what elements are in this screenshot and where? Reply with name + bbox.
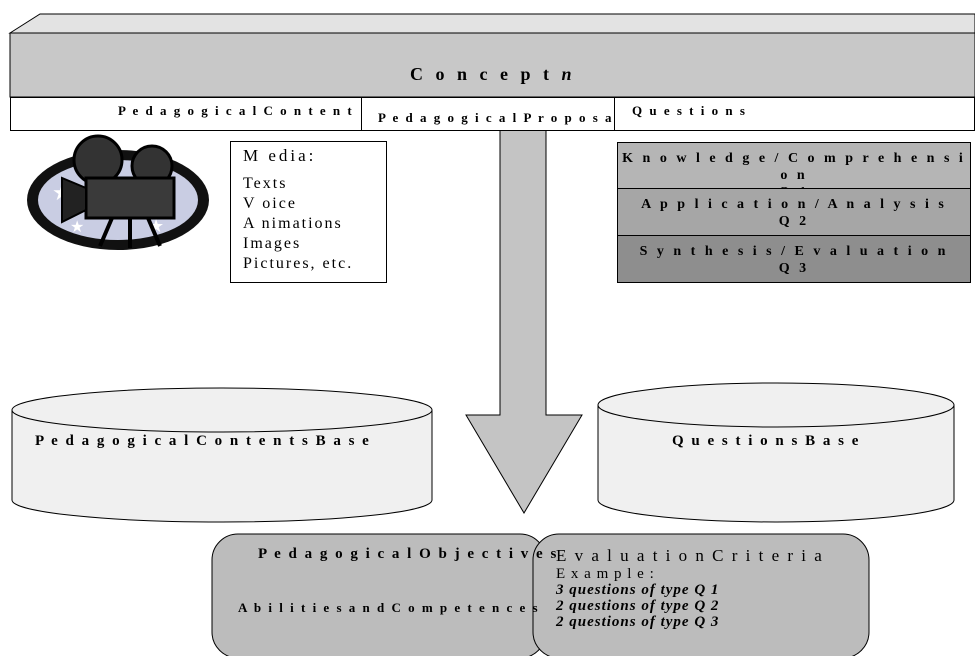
questions-base-cylinder (597, 382, 955, 523)
questions-base-label: Q u e s t i o n s B a s e (672, 433, 861, 449)
media-item-images: Images (243, 235, 302, 252)
tab-pedagogical-proposal (361, 97, 615, 131)
tab-questions-label: Q u e s t i o n s (632, 103, 747, 118)
concept-bar-front (9, 32, 975, 98)
concept-bar-top (8, 13, 975, 34)
evaluation-box (532, 533, 870, 656)
question-type-q3: S y n t h e s i s / E v a l u a t i o n … (617, 235, 971, 283)
tab-questions (614, 97, 975, 131)
media-item-texts: Texts (243, 175, 288, 192)
proposal-arrow (465, 127, 583, 514)
objectives-title: P e d a g o g i c a l O b j e c t i v e … (258, 546, 559, 562)
evaluation-line-3: 2 questions of type Q 3 (556, 614, 720, 630)
question-type-q3-code: Q 3 (778, 261, 810, 276)
question-type-q2-label: A p p l i c a t i o n / A n a l y s i s (641, 197, 947, 212)
evaluation-line-2: 2 questions of type Q 2 (556, 598, 720, 614)
media-box (230, 141, 387, 283)
movie-camera-icon: ★ ★ ★ ★ ★ (27, 134, 209, 250)
evaluation-line-1: 3 questions of type Q 1 (556, 582, 720, 598)
tab-pedagogical-content-label: P e d a g o g i c a l C o n t e n t (118, 103, 354, 118)
evaluation-example: E x a m p l e : (556, 566, 655, 582)
question-type-q2: A p p l i c a t i o n / A n a l y s i s … (617, 188, 971, 236)
question-type-q1-label: K n o w l e d g e / C o m p r e h e n s … (622, 151, 966, 183)
media-title: M edia: (243, 146, 317, 165)
question-type-q3-label: S y n t h e s i s / E v a l u a t i o n (639, 244, 949, 259)
abilities-label: A b i l i t i e s a n d C o m p e t e n … (238, 600, 540, 615)
evaluation-title: E v a l u a t i o n C r i t e r i a (556, 546, 824, 565)
pedagogical-contents-base-cylinder (11, 387, 433, 523)
evaluation-lines: E x a m p l e : 3 questions of type Q 1 … (556, 566, 719, 630)
tab-pedagogical-content (10, 97, 362, 131)
svg-text:★: ★ (70, 219, 84, 236)
question-type-q1: K n o w l e d g e / C o m p r e h e n s … (617, 142, 971, 200)
pedagogical-contents-base-label: P e d a g o g i c a l C o n t e n t s B … (35, 433, 371, 449)
tab-pedagogical-proposal-label: P e d a g o g i c a l P r o p o s a l (378, 110, 625, 125)
media-item-animations: A nimations (243, 215, 343, 232)
media-item-voice: V oice (243, 195, 297, 212)
concept-title: C o n c e p t n (410, 64, 576, 85)
question-type-q2-code: Q 2 (778, 214, 810, 229)
media-item-pictures: Pictures, etc. (243, 255, 354, 272)
media-list: Texts V oice A nimations Images Pictures… (243, 174, 353, 274)
concept-title-n: n (561, 64, 576, 84)
concept-title-prefix: C o n c e p t (410, 64, 553, 84)
